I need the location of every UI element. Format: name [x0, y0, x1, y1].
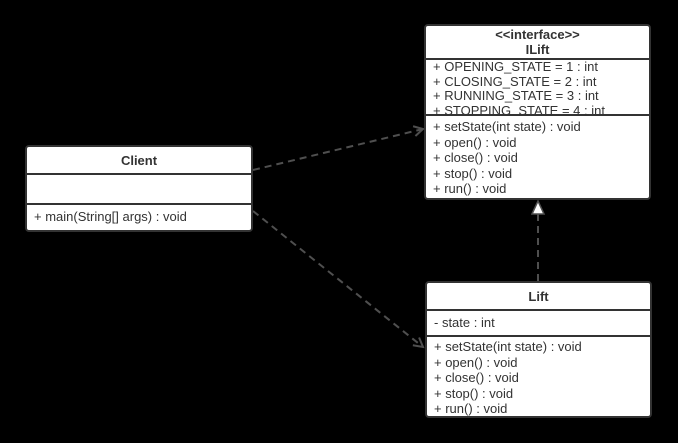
class-box-lift[interactable]: Lift - state : int + setState(int state)… — [425, 281, 652, 418]
class-name-client: Client — [120, 152, 158, 168]
class-name-lift: Lift — [528, 288, 549, 304]
dependency-arrow-client-to-lift[interactable] — [252, 210, 425, 349]
class-box-ilift[interactable]: <<interface>> ILift + OPENING_STATE = 1 … — [424, 24, 651, 200]
member-line: + open() : void — [434, 354, 518, 370]
member-line: + setState(int state) : void — [434, 339, 582, 354]
dependency-arrow-client-to-ilift[interactable] — [252, 125, 426, 171]
fields-compartment-lift: - state : int — [427, 311, 650, 337]
class-name-ilift: ILift — [525, 42, 550, 57]
member-line: + setState(int state) : void — [433, 119, 581, 134]
member-line: + RUNNING_STATE = 3 : int — [433, 89, 599, 103]
member-line: + run() : void — [434, 401, 508, 417]
class-box-client[interactable]: Client + main(String[] args) : void — [25, 145, 253, 232]
member-line: + stop() : void — [433, 165, 513, 181]
member-line: + OPENING_STATE = 1 : int — [433, 60, 598, 74]
member-line: - state : int — [434, 315, 495, 330]
member-line: + close() : void — [434, 370, 519, 386]
member-line: + run() : void — [433, 181, 507, 197]
methods-compartment-ilift: + setState(int state) : void+ open() : v… — [426, 116, 649, 198]
class-header-lift: Lift — [427, 283, 650, 311]
methods-compartment-lift: + setState(int state) : void+ open() : v… — [427, 337, 650, 417]
member-line: + STOPPING_STATE = 4 : int — [433, 103, 605, 116]
stereotype-label: <<interface>> — [495, 27, 580, 42]
class-header-ilift: <<interface>> ILift — [426, 26, 649, 60]
class-header-client: Client — [27, 147, 251, 175]
member-line: + main(String[] args) : void — [34, 209, 187, 224]
member-line: + open() : void — [433, 134, 517, 150]
member-line: + stop() : void — [434, 385, 514, 401]
member-line: + close() : void — [433, 150, 518, 166]
methods-compartment-client: + main(String[] args) : void — [27, 205, 251, 230]
fields-compartment-client — [27, 175, 251, 205]
fields-compartment-ilift: + OPENING_STATE = 1 : int+ CLOSING_STATE… — [426, 60, 649, 116]
member-line: + CLOSING_STATE = 2 : int — [433, 74, 597, 89]
